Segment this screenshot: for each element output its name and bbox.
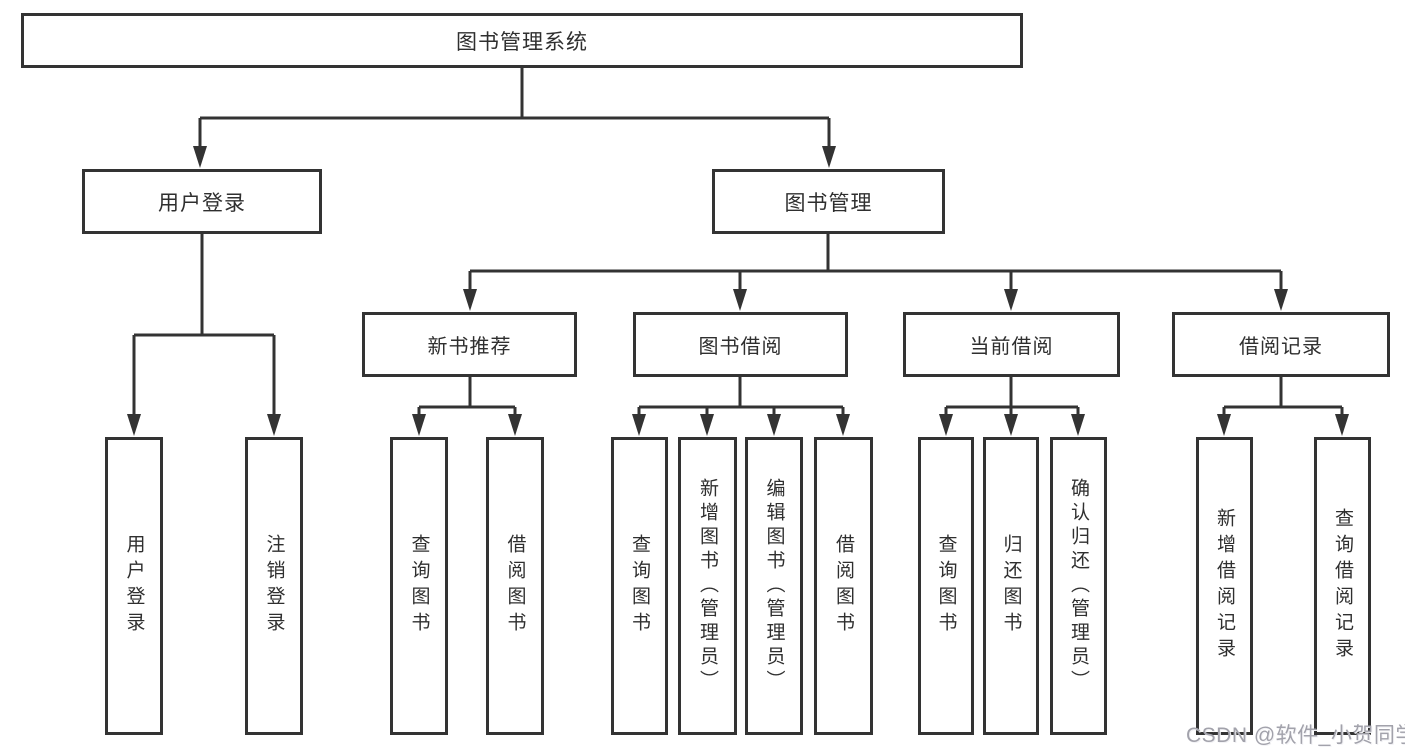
leaf-logout: 注销登录 (245, 437, 303, 735)
arrowhead-icon (412, 414, 426, 436)
leaf-label: 借阅图书 (833, 534, 854, 638)
connector-book-borrowing-to-leaves (637, 377, 845, 418)
leaf-label: 新增图书（管理员） (697, 478, 718, 694)
node-borrowing-records-label: 借阅记录 (1239, 336, 1323, 358)
leaf-label: 归还图书 (1000, 534, 1022, 638)
arrowhead-icon (1071, 414, 1085, 436)
arrowhead-icon (1274, 289, 1288, 311)
node-user-login-label: 用户登录 (158, 191, 246, 215)
arrowhead-icon (193, 146, 207, 168)
arrowhead-icon (700, 414, 714, 436)
leaf-label: 用户登录 (123, 534, 145, 638)
arrowhead-icon (836, 414, 850, 436)
arrowheads (127, 146, 1349, 436)
leaf-query-books-1: 查询图书 (390, 437, 448, 735)
leaf-label: 借阅图书 (504, 534, 526, 638)
arrowhead-icon (267, 414, 281, 436)
leaf-query-books-2: 查询图书 (611, 437, 668, 735)
leaf-query-borrow-record: 查询借阅记录 (1314, 437, 1371, 735)
leaf-return-books: 归还图书 (983, 437, 1039, 735)
leaf-edit-books-admin: 编辑图书（管理员） (745, 437, 803, 735)
node-new-book-rec-label: 新书推荐 (427, 336, 512, 358)
arrowhead-icon (508, 414, 522, 436)
node-borrowing-records: 借阅记录 (1172, 312, 1390, 377)
node-user-login: 用户登录 (82, 169, 322, 234)
leaf-label: 注销登录 (263, 534, 285, 638)
arrowhead-icon (1217, 414, 1231, 436)
arrowhead-icon (733, 289, 747, 311)
connector-new-book-rec-to-leaves (417, 377, 517, 418)
leaf-borrow-books-2: 借阅图书 (814, 437, 873, 735)
arrowhead-icon (463, 289, 477, 311)
node-root-label: 图书管理系统 (456, 30, 588, 54)
node-book-borrowing-label: 图书借阅 (698, 336, 783, 358)
node-current-borrowing: 当前借阅 (903, 312, 1120, 377)
connector-current-borrowing-to-leaves (944, 377, 1080, 418)
connector-paths (132, 68, 1344, 418)
arrowhead-icon (632, 414, 646, 436)
arrowhead-icon (127, 414, 141, 436)
node-current-borrowing-label: 当前借阅 (969, 336, 1054, 358)
connector-book-mgmt-to-level3 (468, 234, 1283, 293)
leaf-label: 查询图书 (935, 534, 957, 638)
leaf-label: 新增借阅记录 (1214, 508, 1235, 664)
leaf-add-borrow-record: 新增借阅记录 (1196, 437, 1253, 735)
leaf-label: 查询图书 (408, 534, 430, 638)
node-new-book-rec: 新书推荐 (362, 312, 577, 377)
leaf-label: 确认归还（管理员） (1068, 478, 1089, 694)
node-book-mgmt: 图书管理 (712, 169, 945, 234)
node-root: 图书管理系统 (21, 13, 1023, 68)
leaf-borrow-books-1: 借阅图书 (486, 437, 544, 735)
connector-borrowing-records-to-leaves (1222, 377, 1344, 418)
leaf-user-login: 用户登录 (105, 437, 163, 735)
connector-user-login-to-leaves (132, 234, 276, 418)
arrowhead-icon (822, 146, 836, 168)
leaf-label: 查询借阅记录 (1332, 508, 1353, 664)
leaf-label: 编辑图书（管理员） (763, 478, 785, 694)
arrowhead-icon (1004, 289, 1018, 311)
leaf-label: 查询图书 (629, 534, 650, 638)
arrowhead-icon (939, 414, 953, 436)
node-book-mgmt-label: 图书管理 (784, 191, 873, 215)
arrowhead-icon (767, 414, 781, 436)
node-book-borrowing: 图书借阅 (633, 312, 848, 377)
arrowhead-icon (1004, 414, 1018, 436)
leaf-confirm-return-admin: 确认归还（管理员） (1050, 437, 1107, 735)
connector-root-to-level2 (198, 68, 831, 150)
leaf-add-books-admin: 新增图书（管理员） (678, 437, 737, 735)
arrowhead-icon (1335, 414, 1349, 436)
csdn-watermark: CSDN @软件_小贺同学 (1186, 724, 1405, 747)
leaf-query-books-3: 查询图书 (918, 437, 974, 735)
